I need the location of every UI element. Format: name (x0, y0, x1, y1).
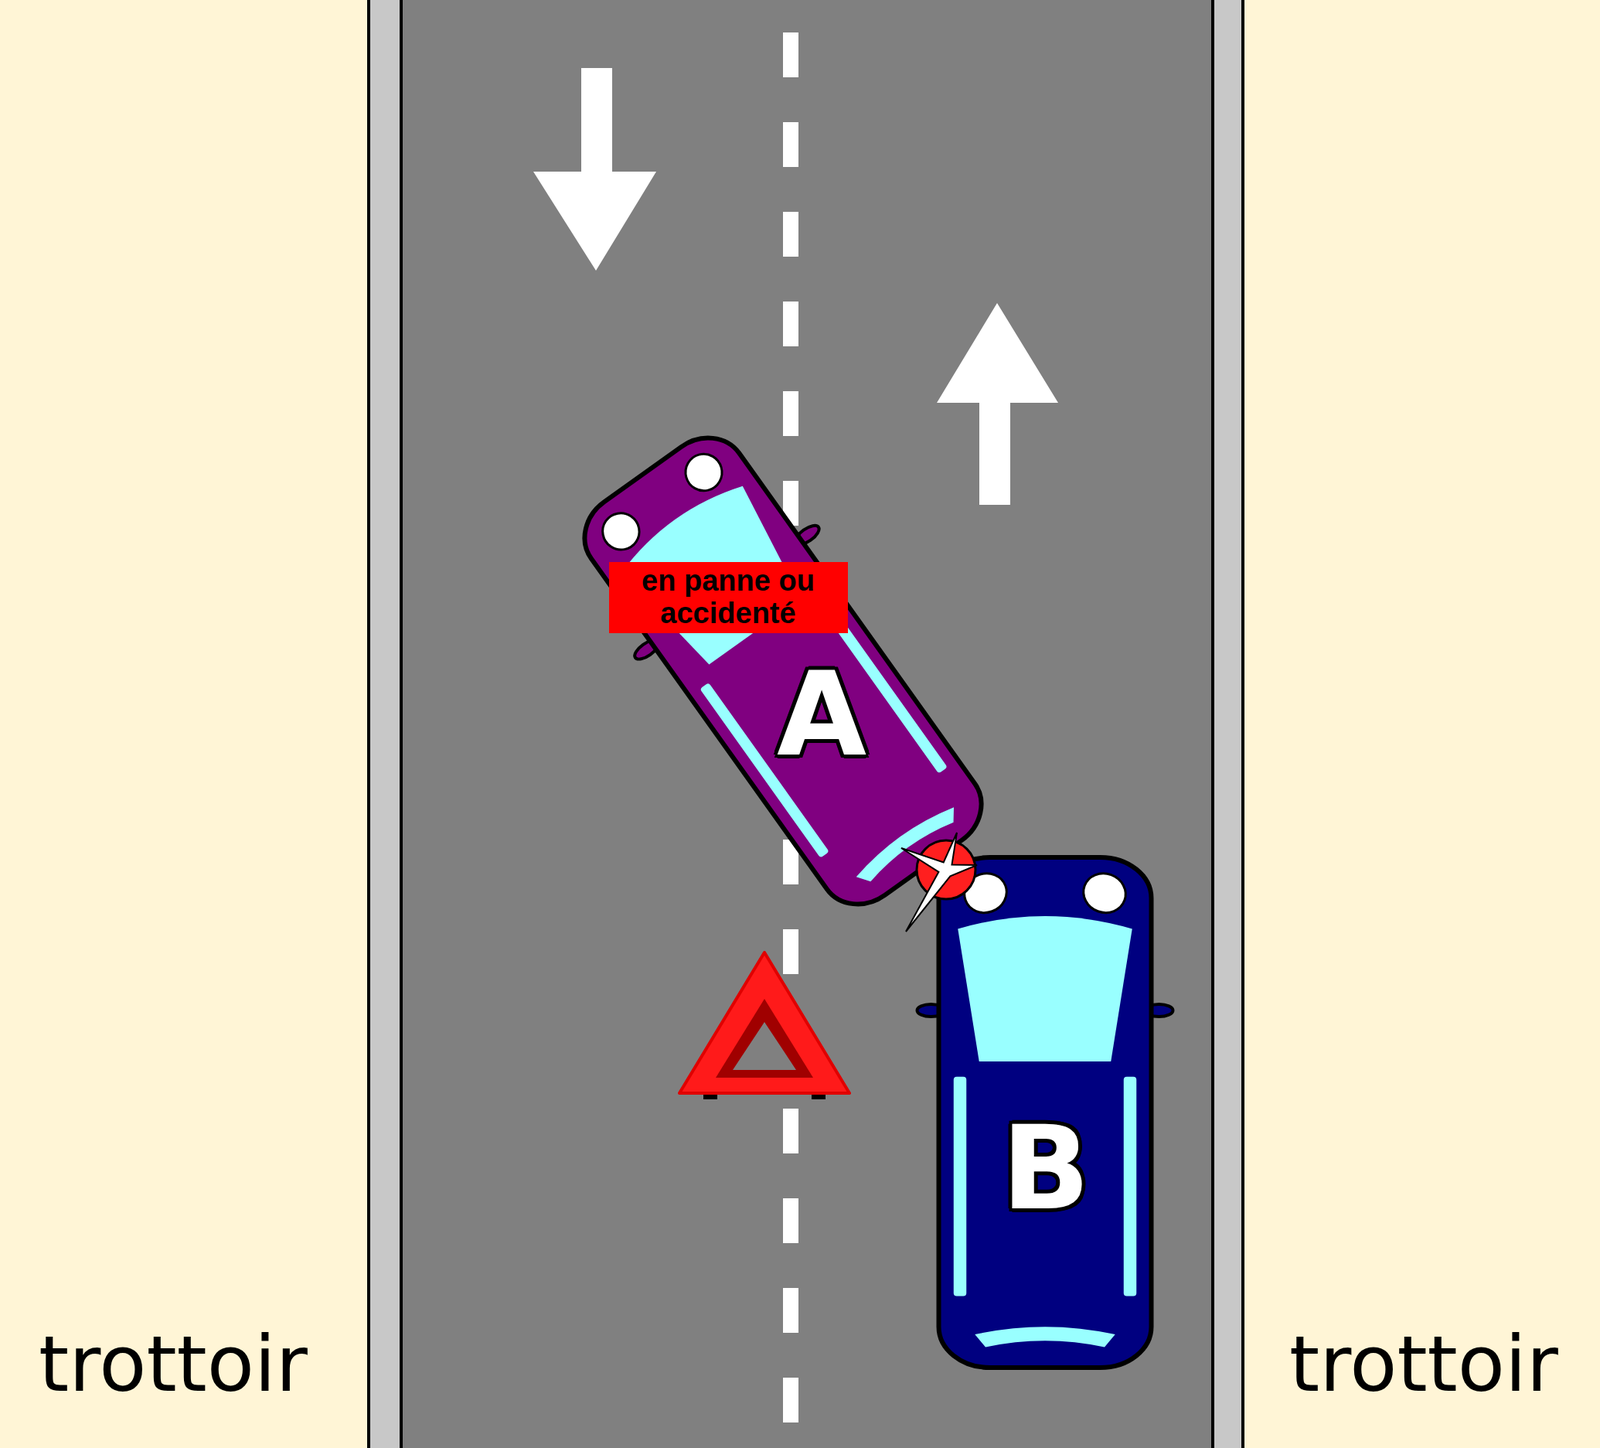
curb-edge (399, 0, 403, 1448)
car-body (568, 421, 998, 920)
sidewalk: trottoir (1244, 0, 1600, 1448)
car-drawing (551, 408, 1015, 933)
vehicle-letter: A (776, 656, 867, 773)
lane-dash (782, 1198, 799, 1243)
sidewalk: trottoir (0, 0, 368, 1448)
direction-arrow (936, 302, 1059, 505)
triangle-band (715, 998, 814, 1078)
headlight (681, 449, 727, 495)
car-drawing (917, 857, 1174, 1368)
curb-edge (1211, 0, 1215, 1448)
lane-dash (782, 301, 799, 347)
area-label: trottoir (1289, 1317, 1559, 1411)
lane-dash (782, 122, 799, 167)
side-window (1123, 1076, 1138, 1297)
lane-dash (782, 391, 799, 436)
road (402, 0, 1212, 1448)
warning-sign: en panne ou accidenté (609, 561, 848, 634)
side-window (953, 1076, 967, 1297)
sign-text: en panne ou accidenté (615, 565, 842, 630)
headlight (595, 506, 647, 558)
lane-dash (782, 929, 799, 974)
car-body (939, 857, 1152, 1368)
triangle-inner (732, 1021, 797, 1070)
lane-dash (782, 1287, 799, 1333)
impact-star (901, 832, 978, 932)
lane-dash (782, 211, 799, 257)
windshield (957, 915, 1133, 1062)
warning-triangle (679, 952, 850, 1100)
lane-dash (782, 1377, 799, 1423)
curb (1211, 0, 1245, 1448)
oncoming-car: B (918, 857, 1172, 1368)
curb (367, 0, 403, 1448)
impact-mark (901, 832, 978, 932)
triangle-outer (679, 952, 850, 1093)
headlight (1078, 867, 1132, 919)
direction-arrow (533, 68, 657, 271)
curb-edge (367, 0, 371, 1448)
rear-window (974, 1326, 1116, 1347)
area-label: trottoir (38, 1317, 308, 1411)
vehicle-letter: B (1001, 1109, 1090, 1226)
lane-dash (782, 1108, 799, 1154)
lane-dash (782, 32, 799, 78)
